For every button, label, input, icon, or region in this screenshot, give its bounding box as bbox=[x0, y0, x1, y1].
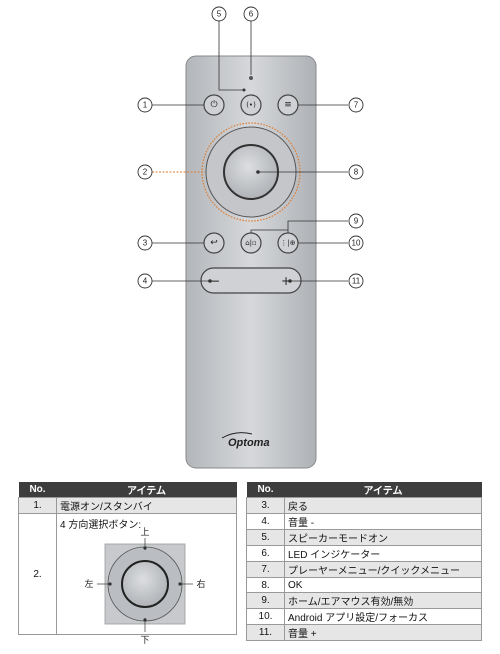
table-row: 1. 電源オン/スタンバイ bbox=[18, 497, 237, 514]
header-no: No. bbox=[246, 482, 285, 498]
dpad-up-label: 上 bbox=[140, 527, 149, 537]
callout-11: 11 bbox=[352, 277, 361, 286]
row-item: 戻る bbox=[284, 497, 482, 514]
back-icon: ↩ bbox=[210, 238, 218, 248]
dpad-down-label: 下 bbox=[140, 635, 149, 645]
callout-markers: 5 6 1 7 2 8 9 3 10 4 11 bbox=[137, 6, 364, 289]
row-number: 1. bbox=[18, 497, 57, 514]
brand-logo: Optoma bbox=[228, 437, 270, 449]
callout-9: 9 bbox=[354, 217, 359, 226]
row-item: プレーヤーメニュー/クイックメニュー bbox=[284, 561, 482, 578]
table-row: 8.OK bbox=[246, 577, 482, 593]
items-table-right: No. アイテム 3.戻る 4.音量 - 5.スピーカーモードオン 6.LED … bbox=[246, 482, 482, 641]
remote-illustration: ⏻ (•) ≡ ↩ ⌂|▫ ⋮|⊕ − + Optoma bbox=[137, 6, 364, 469]
table-row: 10.Android アプリ設定/フォーカス bbox=[246, 608, 482, 625]
row-item: ホーム/エアマウス有効/無効 bbox=[284, 592, 482, 609]
callout-1: 1 bbox=[143, 101, 148, 110]
callout-3: 3 bbox=[143, 239, 148, 248]
row-item: LED インジケーター bbox=[284, 545, 482, 562]
table-row: 4.音量 - bbox=[246, 513, 482, 530]
dpad-figure: 上 下 左 右 bbox=[84, 527, 205, 645]
callout-10: 10 bbox=[352, 239, 361, 248]
row-item: スピーカーモードオン bbox=[284, 529, 482, 546]
row-number: 9. bbox=[246, 592, 285, 609]
table-row: 3.戻る bbox=[246, 497, 482, 514]
row-item: 4 方向選択ボタン: bbox=[60, 520, 142, 531]
speaker-mode-button bbox=[240, 94, 262, 116]
callout-7: 7 bbox=[354, 101, 359, 110]
row-number: 2. bbox=[18, 513, 57, 635]
callout-4: 4 bbox=[143, 277, 148, 286]
row-number: 8. bbox=[246, 577, 285, 593]
volume-minus-icon: − bbox=[210, 274, 220, 288]
header-item: アイテム bbox=[56, 482, 237, 498]
power-icon: ⏻ bbox=[210, 99, 217, 110]
callout-5: 5 bbox=[217, 10, 222, 19]
header-no: No. bbox=[18, 482, 57, 498]
row-number: 11. bbox=[246, 624, 285, 641]
dpad-right-label: 右 bbox=[196, 578, 205, 589]
callout-6: 6 bbox=[249, 10, 254, 19]
led-indicator bbox=[249, 76, 253, 80]
table-row: 7.プレーヤーメニュー/クイックメニュー bbox=[246, 561, 482, 578]
header-item: アイテム bbox=[284, 482, 482, 498]
speaker-icon: (•) bbox=[246, 101, 256, 109]
volume-rocker bbox=[200, 267, 302, 294]
callout-2: 2 bbox=[143, 168, 148, 177]
remote-body bbox=[185, 55, 317, 469]
logo-swoosh bbox=[221, 432, 253, 439]
menu-icon: ≡ bbox=[284, 100, 292, 110]
table-row: 11.音量 + bbox=[246, 624, 482, 641]
row-item: OK bbox=[284, 577, 482, 593]
row-number: 5. bbox=[246, 529, 285, 546]
home-icon: ⌂|▫ bbox=[245, 239, 257, 247]
callout-lines bbox=[152, 20, 348, 282]
row-item: 音量 - bbox=[284, 513, 482, 530]
callout-8: 8 bbox=[354, 168, 359, 177]
row-item-dpad: 4 方向選択ボタン: 上 下 bbox=[56, 513, 237, 645]
volume-plus-icon: + bbox=[281, 274, 291, 288]
items-table-left: No. アイテム 1. 電源オン/スタンバイ 2. 4 方向選択ボタン: bbox=[18, 482, 237, 645]
row-number: 6. bbox=[246, 545, 285, 562]
table-row: 2. 4 方向選択ボタン: 上 bbox=[18, 513, 237, 645]
table-row: 5.スピーカーモードオン bbox=[246, 529, 482, 546]
row-number: 4. bbox=[246, 513, 285, 530]
row-number: 7. bbox=[246, 561, 285, 578]
table-header-row: No. アイテム bbox=[246, 482, 482, 498]
row-number: 10. bbox=[246, 608, 285, 625]
remote-diagram: ⏻ (•) ≡ ↩ ⌂|▫ ⋮|⊕ − + Optoma bbox=[137, 6, 364, 469]
table-header-row: No. アイテム bbox=[18, 482, 237, 498]
row-item: 音量 + bbox=[284, 624, 482, 641]
row-item: 電源オン/スタンバイ bbox=[56, 497, 237, 514]
row-item: Android アプリ設定/フォーカス bbox=[284, 608, 482, 625]
dpad-left-label: 左 bbox=[84, 578, 93, 589]
table-row: 6.LED インジケーター bbox=[246, 545, 482, 562]
row-number: 3. bbox=[246, 497, 285, 514]
settings-icon: ⋮|⊕ bbox=[280, 239, 295, 247]
table-row: 9.ホーム/エアマウス有効/無効 bbox=[246, 592, 482, 609]
